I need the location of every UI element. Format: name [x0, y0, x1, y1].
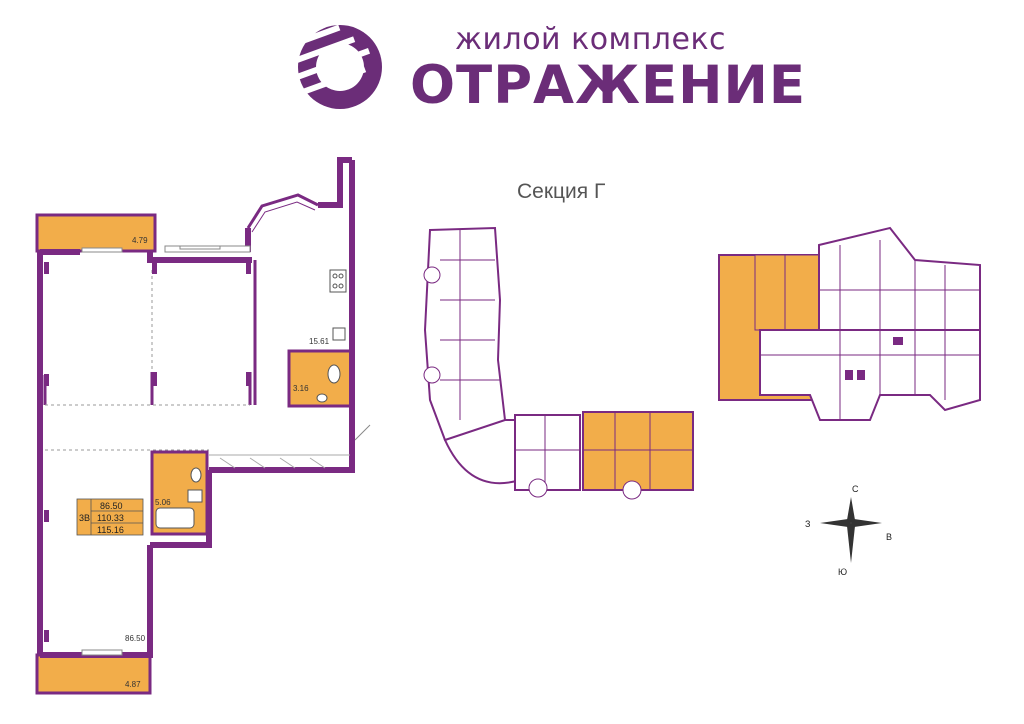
wc-area: 3.16 — [293, 384, 309, 393]
bathroom-area: 5.06 — [155, 498, 171, 507]
floor-plan — [718, 226, 981, 421]
section-plan — [423, 226, 694, 500]
balcony-bottom — [35, 653, 152, 695]
logo-mark-icon — [272, 24, 382, 109]
kitchen-area: 15.61 — [309, 337, 330, 346]
compass-north: С — [852, 484, 859, 494]
apartment-type: 3В — [79, 513, 90, 523]
compass-west: З — [805, 519, 810, 529]
area-total: 110.33 — [97, 513, 124, 523]
logo-subtitle: жилой комплекс — [455, 22, 727, 57]
section-title: Секция Г — [517, 180, 606, 203]
logo-title: ОТРАЖЕНИЕ — [410, 55, 807, 116]
balcony-top-area: 4.79 — [132, 236, 148, 245]
compass-icon: С Ю З В — [805, 484, 892, 577]
apartment-plan: 4.79 15.61 3.16 5.06 86.50 4.87 3В 86.50… — [35, 157, 371, 695]
compass-south: Ю — [838, 567, 847, 577]
compass-east: В — [886, 532, 892, 542]
apartment-badge: 3В 86.50 110.33 115.16 — [76, 498, 144, 536]
area-with-balcony: 115.16 — [97, 525, 124, 535]
balcony-bottom-area: 4.87 — [125, 680, 141, 689]
balcony-top — [35, 213, 157, 253]
area-living: 86.50 — [100, 501, 123, 511]
living-total-area: 86.50 — [125, 634, 146, 643]
